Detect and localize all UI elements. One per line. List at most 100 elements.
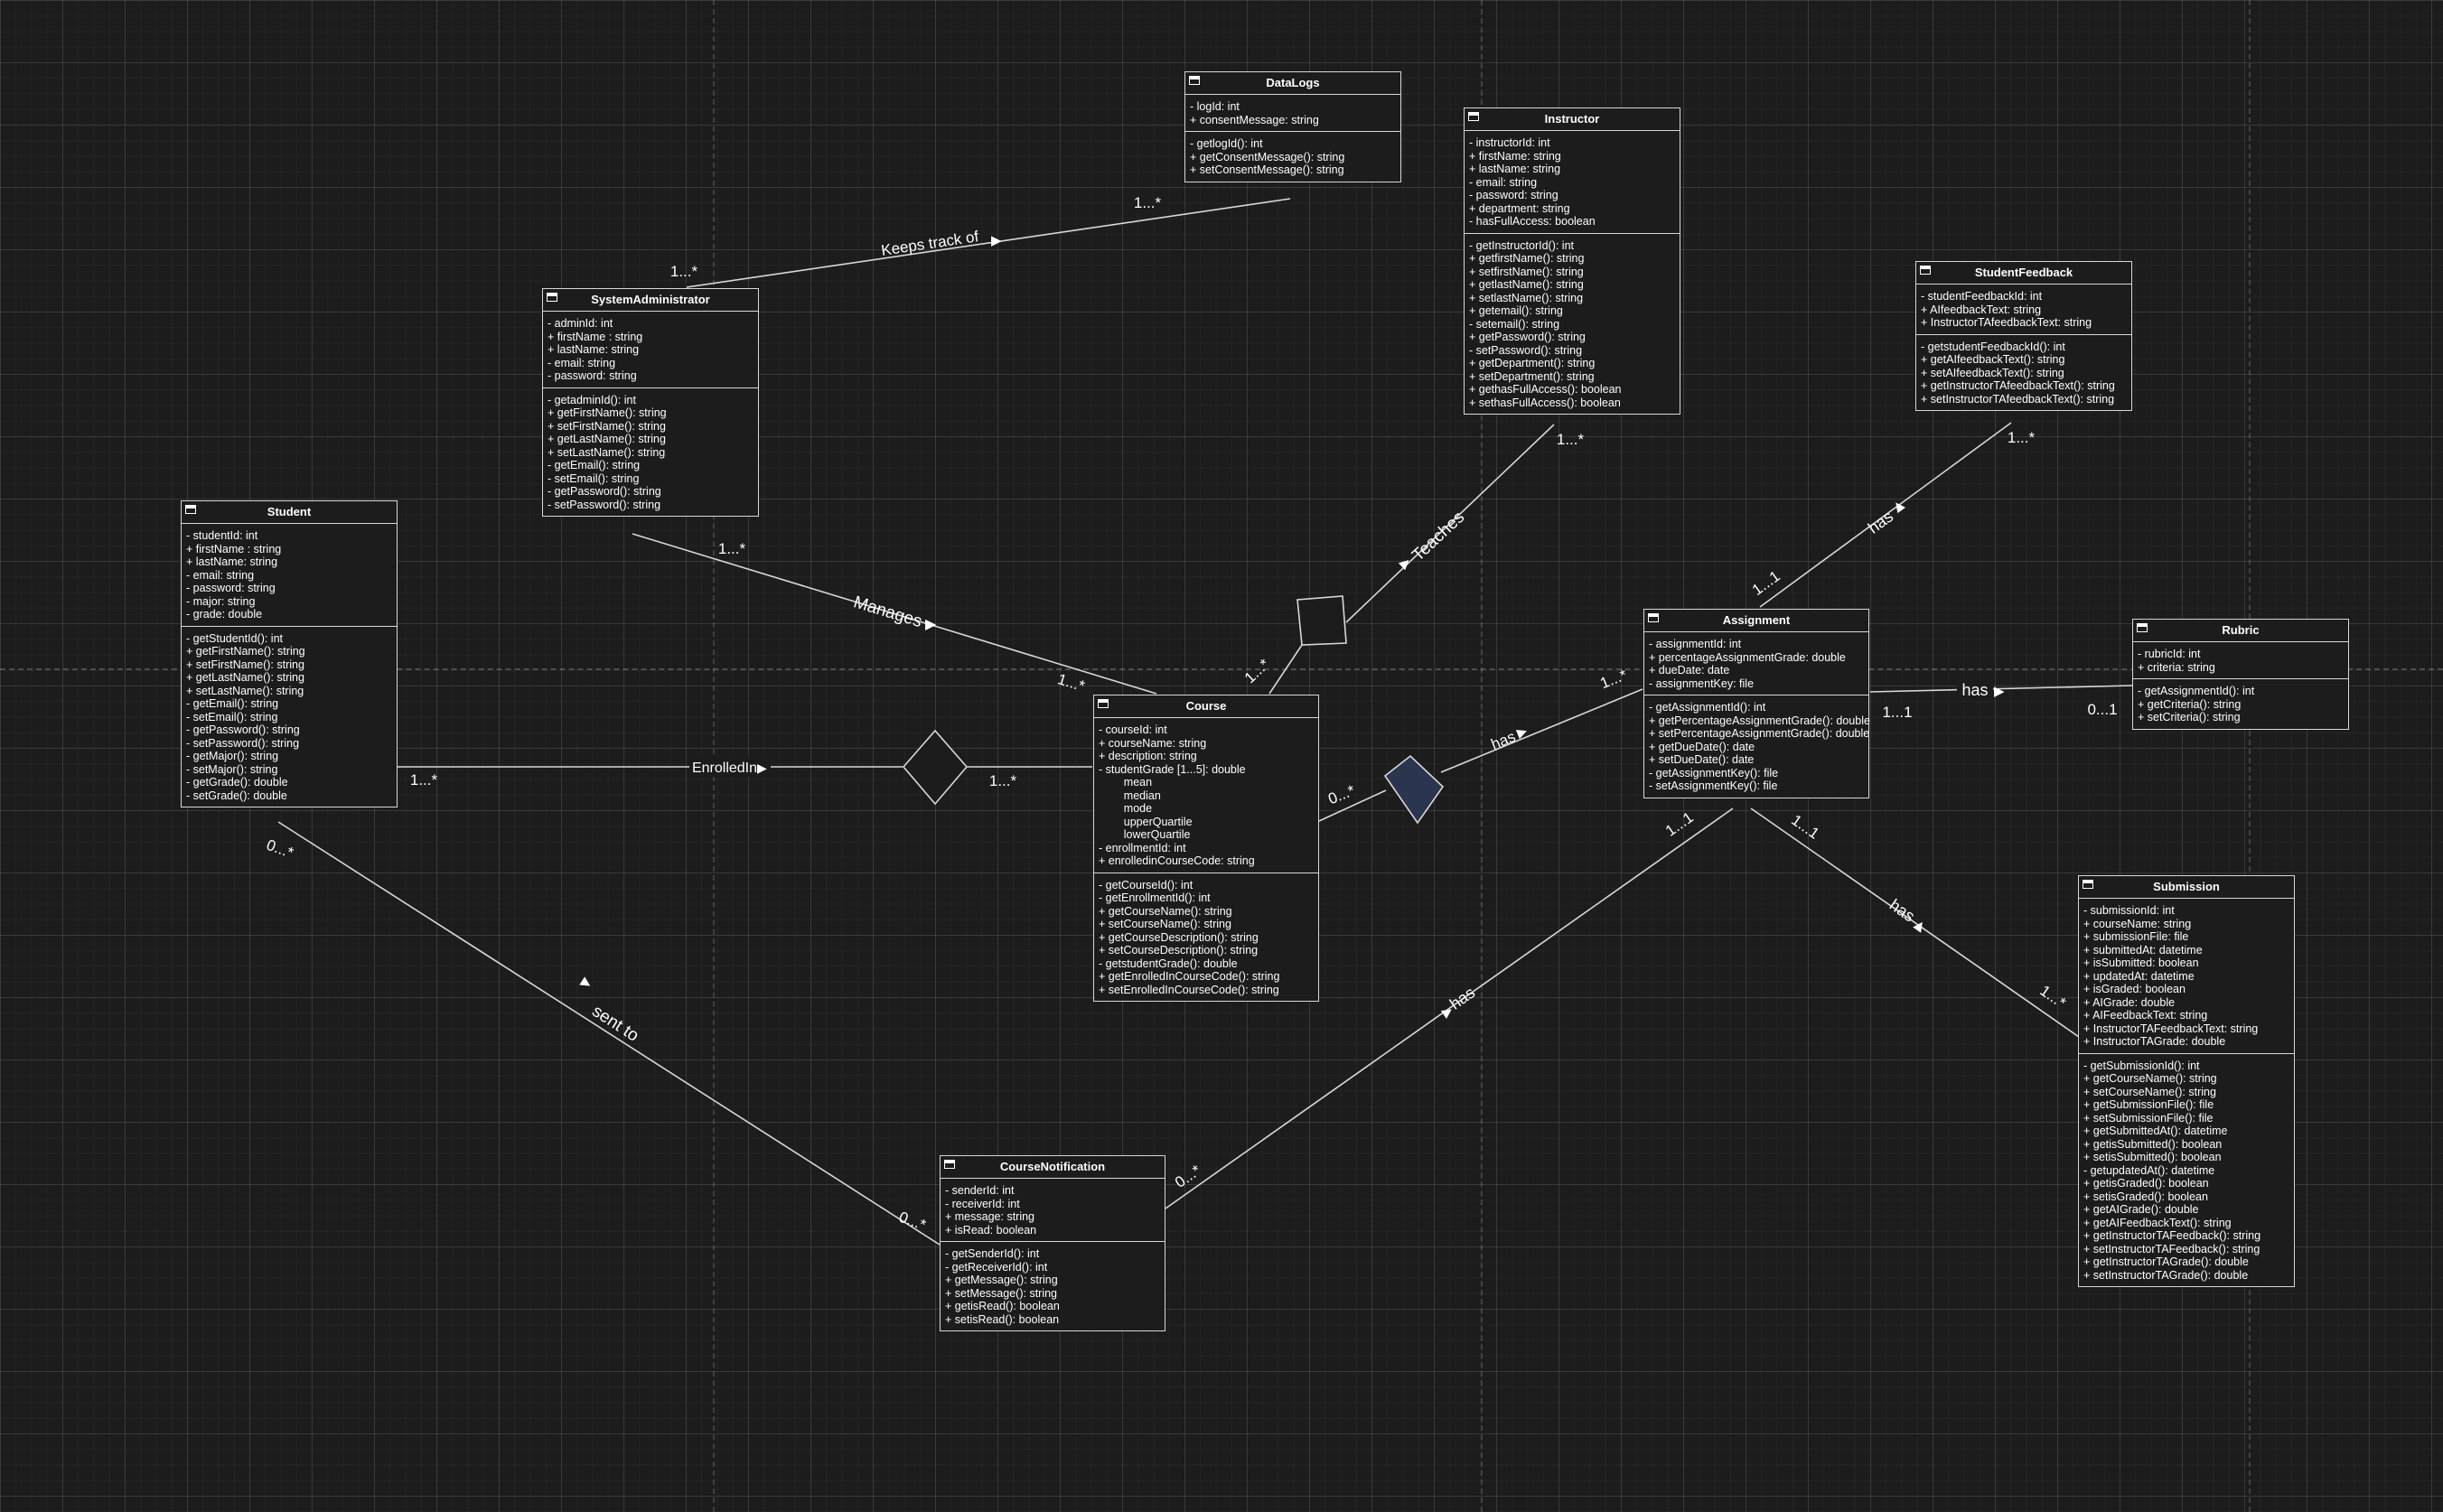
teaches-line-course[interactable]	[1268, 644, 1303, 695]
has-feedback-line[interactable]	[1759, 422, 2012, 608]
class-methods: - getSenderId(): int - getReceiverId(): …	[945, 1247, 1060, 1326]
class-icon	[1098, 699, 1109, 708]
class-title: Assignment	[1722, 612, 1791, 627]
class-coursenotification[interactable]: CourseNotification - senderId: int - rec…	[940, 1155, 1165, 1331]
enrolledin-arrow: ▶	[757, 761, 767, 775]
mult-course-enrolled: 1...*	[989, 772, 1017, 789]
class-methods: - getStudentId(): int + getFirstName(): …	[186, 631, 305, 802]
has-submission-line[interactable]	[1750, 807, 2080, 1038]
class-attributes: - senderId: int - receiverId: int + mess…	[945, 1184, 1037, 1237]
class-icon	[547, 293, 557, 302]
manages-line[interactable]	[632, 533, 1157, 695]
class-icon	[2083, 880, 2093, 889]
class-student[interactable]: Student - studentId: int + firstName : s…	[181, 500, 398, 807]
keeps-track-of-line[interactable]	[686, 198, 1291, 288]
class-icon	[2137, 623, 2148, 632]
mult-datalogs: 1...*	[1134, 194, 1162, 211]
teaches-association-box[interactable]	[1296, 595, 1347, 646]
class-methods: - getSubmissionId(): int + getCourseName…	[2083, 1059, 2261, 1282]
has-course-assignment-line-course[interactable]	[1318, 789, 1387, 822]
mult-assignment-notification: 1...1	[1662, 808, 1697, 840]
class-title: Instructor	[1544, 111, 1600, 126]
class-attributes: - adminId: int + firstName : string + la…	[548, 317, 643, 382]
class-attributes: - studentFeedbackId: int + AIfeedbackTex…	[1921, 290, 2092, 329]
class-assignment[interactable]: Assignment - assignmentId: int + percent…	[1643, 609, 1870, 798]
teaches-label: Teaches	[1409, 508, 1468, 565]
teaches-arrow: ▶	[1396, 554, 1413, 571]
mult-course-assignment: 0...*	[1325, 781, 1358, 807]
manages-arrow: ▶	[925, 617, 937, 632]
class-divider	[182, 625, 397, 627]
class-attributes: - logId: int + consentMessage: string	[1190, 100, 1319, 126]
mult-notification-sentto: 0...*	[896, 1209, 928, 1234]
enrolledin-label-bg	[689, 757, 771, 777]
has-course-assignment-label: has	[1489, 728, 1519, 753]
keeps-track-of-label: Keeps track of	[880, 228, 980, 259]
mult-admin-top: 1...*	[670, 263, 698, 280]
has-rubric-arrow: ▶	[1994, 684, 2005, 699]
class-methods: - getAssignmentId(): int + getCriteria()…	[2138, 685, 2255, 723]
class-icon	[1920, 266, 1931, 275]
has-notification-label: has	[1446, 984, 1478, 1013]
class-title: CourseNotification	[999, 1159, 1106, 1173]
class-title: Course	[1185, 698, 1227, 713]
class-divider	[2079, 1052, 2294, 1054]
class-course[interactable]: Course - courseId: int + courseName: str…	[1093, 695, 1319, 1002]
class-methods: - getadminId(): int + getFirstName(): st…	[548, 393, 667, 511]
class-divider	[543, 387, 758, 388]
has-rubric-line[interactable]	[1869, 685, 2133, 693]
manages-label: Manages	[851, 593, 924, 631]
class-datalogs[interactable]: DataLogs - logId: int + consentMessage: …	[1184, 71, 1401, 182]
mult-feedback: 1...*	[2008, 429, 2036, 446]
mult-course-manages: 1...*	[1055, 670, 1087, 695]
class-icon	[1648, 613, 1659, 622]
class-title: StudentFeedback	[1974, 265, 2073, 279]
class-attributes: - courseId: int + courseName: string + d…	[1099, 723, 1255, 867]
class-methods: - getCourseId(): int - getEnrollmentId()…	[1099, 878, 1280, 996]
class-systemadministrator[interactable]: SystemAdministrator - adminId: int + fir…	[542, 288, 759, 517]
has-rubric-label-bg	[1957, 680, 1993, 700]
sent-to-arrow: ▶	[579, 974, 595, 991]
class-rubric[interactable]: Rubric - rubricId: int + criteria: strin…	[2132, 619, 2349, 730]
class-attributes: - instructorId: int + firstName: string …	[1469, 136, 1596, 228]
enrolledin-association-diamond[interactable]	[902, 729, 969, 806]
has-submission-arrow: ▶	[1910, 917, 1927, 933]
class-title: Student	[267, 504, 312, 518]
course-assignment-association-diamond[interactable]	[1383, 754, 1445, 825]
mult-assignment-course: 1...*	[1597, 666, 1630, 692]
mult-notification-assignment: 0...*	[1172, 1162, 1204, 1191]
class-divider	[1185, 131, 1400, 132]
mult-student-enrolled: 1...*	[410, 771, 438, 789]
mult-admin-bottom: 1...*	[718, 540, 746, 557]
mult-student-sentto: 0...*	[264, 836, 295, 862]
class-icon	[185, 505, 196, 514]
mult-instructor: 1...*	[1557, 431, 1585, 448]
has-course-assignment-line-assignment[interactable]	[1440, 688, 1643, 773]
keeps-track-of-arrow: ▶	[991, 233, 1002, 248]
sent-to-line[interactable]	[277, 821, 941, 1246]
class-instructor[interactable]: Instructor - instructorId: int + firstNa…	[1464, 107, 1680, 415]
class-title: Rubric	[2222, 622, 2260, 637]
mult-rubric: 0...1	[2087, 701, 2117, 718]
horizontal-guide-line	[0, 668, 2443, 670]
class-attributes: - studentId: int + firstName : string + …	[186, 529, 282, 621]
class-divider	[1465, 232, 1680, 234]
class-divider	[1916, 333, 2131, 335]
class-title: DataLogs	[1266, 75, 1320, 89]
class-studentfeedback[interactable]: StudentFeedback - studentFeedbackId: int…	[1915, 261, 2132, 411]
enrolledin-label: EnrolledIn	[692, 761, 757, 776]
class-icon	[1189, 76, 1200, 85]
class-title: Submission	[2153, 879, 2220, 893]
class-attributes: - submissionId: int + courseName: string…	[2083, 904, 2259, 1048]
class-attributes: - rubricId: int + criteria: string	[2138, 648, 2215, 674]
teaches-line-instructor[interactable]	[1345, 424, 1555, 623]
has-notification-line[interactable]	[1165, 807, 1734, 1209]
mult-assignment-rubric: 1...1	[1882, 704, 1912, 721]
class-submission[interactable]: Submission - submissionId: int + courseN…	[2078, 875, 2295, 1287]
mult-course-teaches: 1...*	[1241, 655, 1273, 686]
vertical-guide-line-1	[713, 0, 715, 1512]
class-methods: - getlogId(): int + getConsentMessage():…	[1190, 137, 1345, 176]
vertical-guide-line-3	[2249, 0, 2251, 1512]
class-divider	[2133, 678, 2348, 679]
